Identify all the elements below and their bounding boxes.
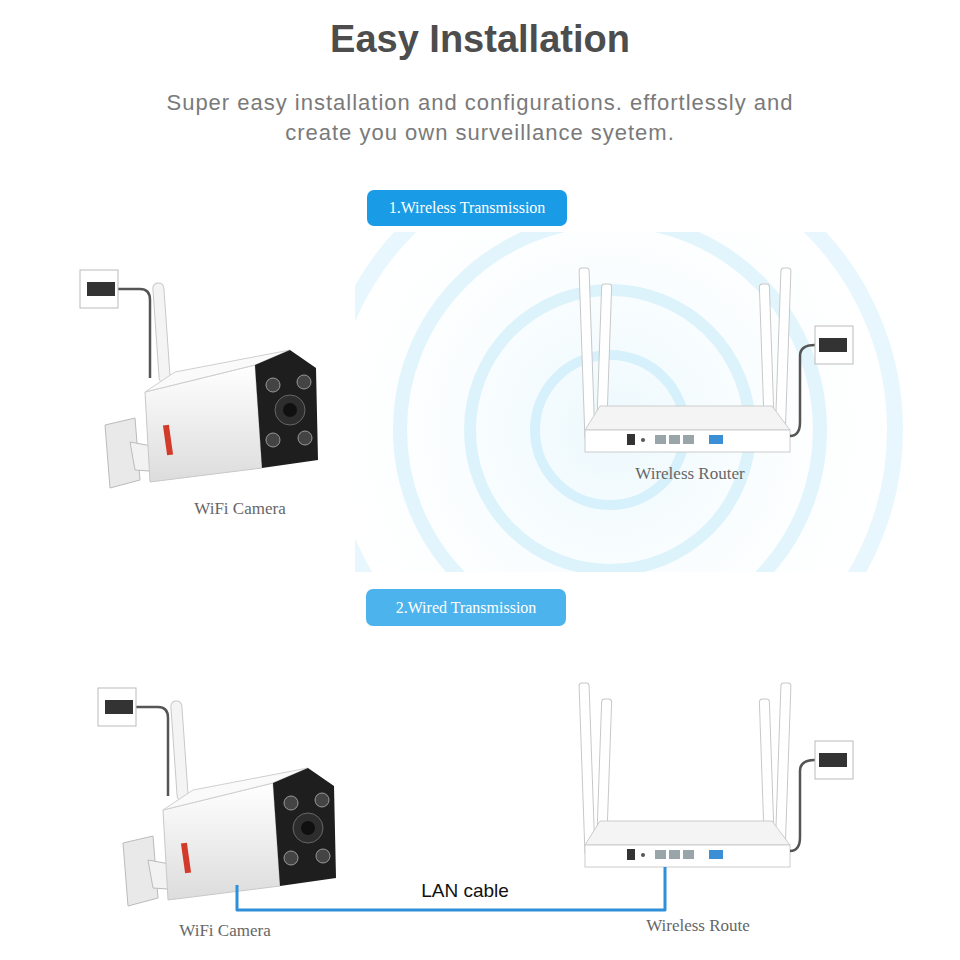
cable-label: LAN cable [418, 880, 512, 902]
device-label: Wireless Router [635, 464, 744, 484]
section-pill: 1.Wireless Transmission [367, 190, 567, 226]
device-label: WiFi Camera [194, 499, 285, 519]
lan-cable [237, 867, 665, 910]
section-pill: 2.Wired Transmission [366, 589, 566, 626]
device-figure: WiFi Camera [120, 705, 340, 885]
pill-text: 1.Wireless Transmission [389, 199, 546, 216]
device-figure: Wireless Route [578, 683, 792, 867]
page-title: Easy Installation [0, 18, 960, 61]
device-label: WiFi Camera [179, 921, 270, 941]
subtitle-text: Super easy installation and configuratio… [140, 88, 820, 148]
device-label: Wireless Route [646, 916, 750, 936]
device-figure: WiFi Camera [100, 280, 320, 490]
pill-text: 2.Wired Transmission [396, 599, 537, 616]
device-figure: Wireless Router [578, 268, 792, 454]
